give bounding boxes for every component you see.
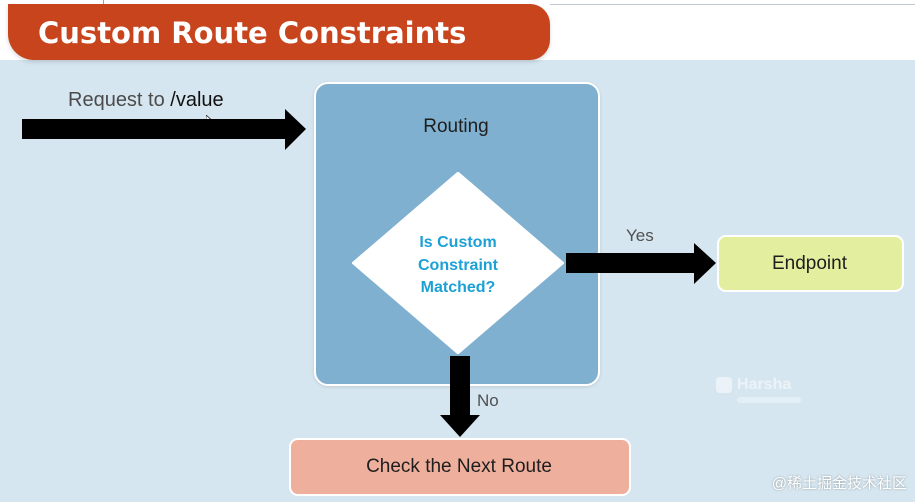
endpoint-label: Endpoint bbox=[771, 253, 847, 274]
decision-text: Is Custom Constraint Matched? bbox=[388, 232, 528, 300]
request-path: /value bbox=[170, 89, 224, 111]
decision-line-3: Matched? bbox=[420, 279, 496, 296]
source-watermark: @稀土掘金技术社区 bbox=[771, 475, 907, 492]
title-divider bbox=[550, 4, 915, 5]
endpoint-box bbox=[717, 235, 904, 292]
watermark-tagline-bar bbox=[737, 397, 801, 403]
title-banner bbox=[8, 4, 550, 60]
top-tick-mark bbox=[103, 0, 104, 4]
decision-diamond bbox=[352, 172, 564, 354]
request-label: Request to /value bbox=[68, 89, 224, 112]
slide-title: Custom Route Constraints bbox=[38, 16, 467, 50]
no-arrow bbox=[440, 356, 480, 437]
request-arrow bbox=[22, 109, 306, 150]
yes-arrow bbox=[566, 243, 716, 284]
request-label-prefix: Request to bbox=[68, 89, 171, 111]
presenter-watermark: Harsha bbox=[716, 375, 806, 409]
yes-label: Yes bbox=[626, 226, 654, 245]
watermark-logo-icon bbox=[716, 377, 732, 393]
decision-line-2: Constraint bbox=[418, 256, 498, 274]
decision-line-1: Is Custom bbox=[419, 234, 497, 251]
next-route-label: Check the Next Route bbox=[366, 456, 552, 477]
next-route-box bbox=[289, 438, 631, 496]
watermark-logo-name: Harsha bbox=[737, 376, 792, 393]
routing-label: Routing bbox=[423, 116, 489, 137]
no-label: No bbox=[477, 391, 499, 410]
